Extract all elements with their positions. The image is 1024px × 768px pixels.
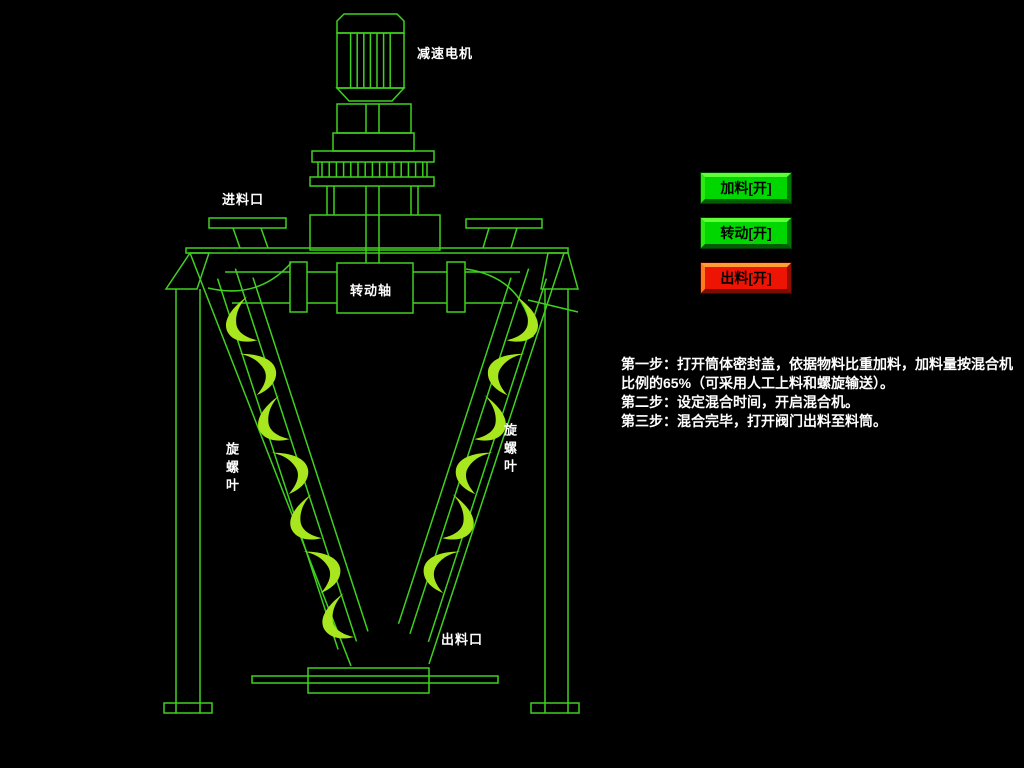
motor-label: 减速电机 [417, 46, 474, 61]
inlet-label: 进料口 [222, 192, 265, 207]
screw-right-label: 旋螺叶 [502, 423, 517, 477]
screw-left-blades [226, 296, 355, 639]
gearbox-stack [309, 132, 441, 263]
discharge-outlet [251, 667, 499, 694]
screw-left [216, 268, 369, 650]
outlet-label: 出料口 [441, 632, 484, 647]
discharge-on-button[interactable]: 出料[开] [701, 263, 791, 293]
screw-left-label: 旋螺叶 [224, 442, 239, 496]
instruction-line-2: 比例的65%（可采用人工上料和螺旋输送）。 [621, 375, 895, 391]
discharge-on-button-label: 出料[开] [720, 270, 772, 286]
screw-right-blades [423, 296, 538, 594]
operation-instructions: 第一步：打开筒体密封盖，依据物料比重加料，加料量按混合机 比例的65%（可采用人… [621, 355, 1019, 431]
rotate-on-button[interactable]: 转动[开] [701, 218, 791, 248]
instruction-line-3: 第二步：设定混合时间，开启混合机。 [621, 394, 859, 410]
feed-inlet-right [465, 218, 543, 249]
gear-motor [335, 13, 412, 134]
shaft-label: 转动轴 [350, 283, 393, 298]
feed-on-button[interactable]: 加料[开] [701, 173, 791, 203]
instruction-line-4: 第三步：混合完毕，打开阀门出料至料筒。 [621, 413, 887, 429]
rotate-on-button-label: 转动[开] [720, 225, 772, 241]
top-plate [185, 247, 569, 254]
feed-on-button-label: 加料[开] [720, 180, 772, 196]
screw-right [397, 268, 548, 643]
instruction-line-1: 第一步：打开筒体密封盖，依据物料比重加料，加料量按混合机 [621, 356, 1013, 372]
support-frame [163, 252, 580, 714]
feed-inlet-left [208, 217, 287, 249]
